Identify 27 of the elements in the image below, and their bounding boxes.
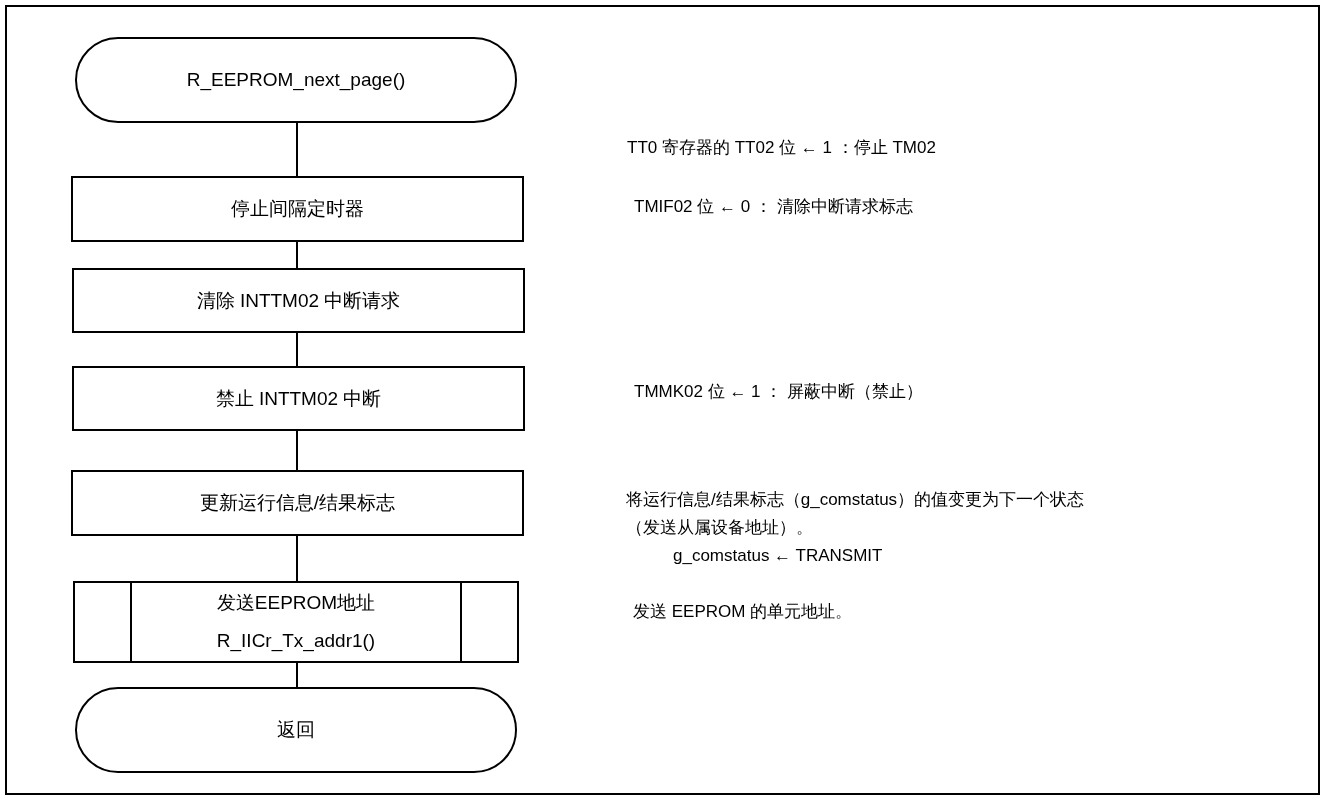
connector-line <box>296 662 298 688</box>
annotation-text: TT0 寄存器的 TT02 位 ← 1 ：停止 TM02 <box>627 137 936 159</box>
subroutine-label: 发送EEPROM地址 <box>216 591 376 615</box>
process-box <box>71 176 524 242</box>
connector-line <box>296 241 298 269</box>
process-label: 清除 INTTM02 中断请求 <box>196 288 401 313</box>
annotation-text: 发送 EEPROM 的单元地址。 <box>633 601 853 623</box>
annotation-text: 将运行信息/结果标志（g_comstatus）的值变更为下一个状态（发送从属设备地址）。 <box>626 489 1086 539</box>
subroutine-label: R_IICr_Tx_addr1() <box>216 629 376 654</box>
connector-line <box>296 430 298 471</box>
terminator-label: 返回 <box>277 718 315 742</box>
subroutine-box <box>73 581 519 663</box>
connector-line <box>296 535 298 582</box>
annotation-text: g_comstatus ← TRANSMIT <box>673 545 883 567</box>
connector-line <box>296 122 298 177</box>
process-label: 更新运行信息/结果标志 <box>199 491 396 515</box>
annotation-text: TMMK02 位 ← 1 ： 屏蔽中断（禁止） <box>634 381 924 403</box>
annotation-text: TMIF02 位 ← 0 ： 清除中断请求标志 <box>634 196 913 218</box>
process-label: 禁止 INTTM02 中断 <box>215 386 382 411</box>
terminator-shape <box>75 687 517 773</box>
process-box <box>71 470 524 536</box>
terminator-label: R_EEPROM_next_page() <box>186 68 406 92</box>
terminator-shape <box>75 37 517 123</box>
process-box <box>72 268 525 333</box>
process-label: 停止间隔定时器 <box>231 197 364 221</box>
connector-line <box>296 332 298 367</box>
process-box <box>72 366 525 431</box>
